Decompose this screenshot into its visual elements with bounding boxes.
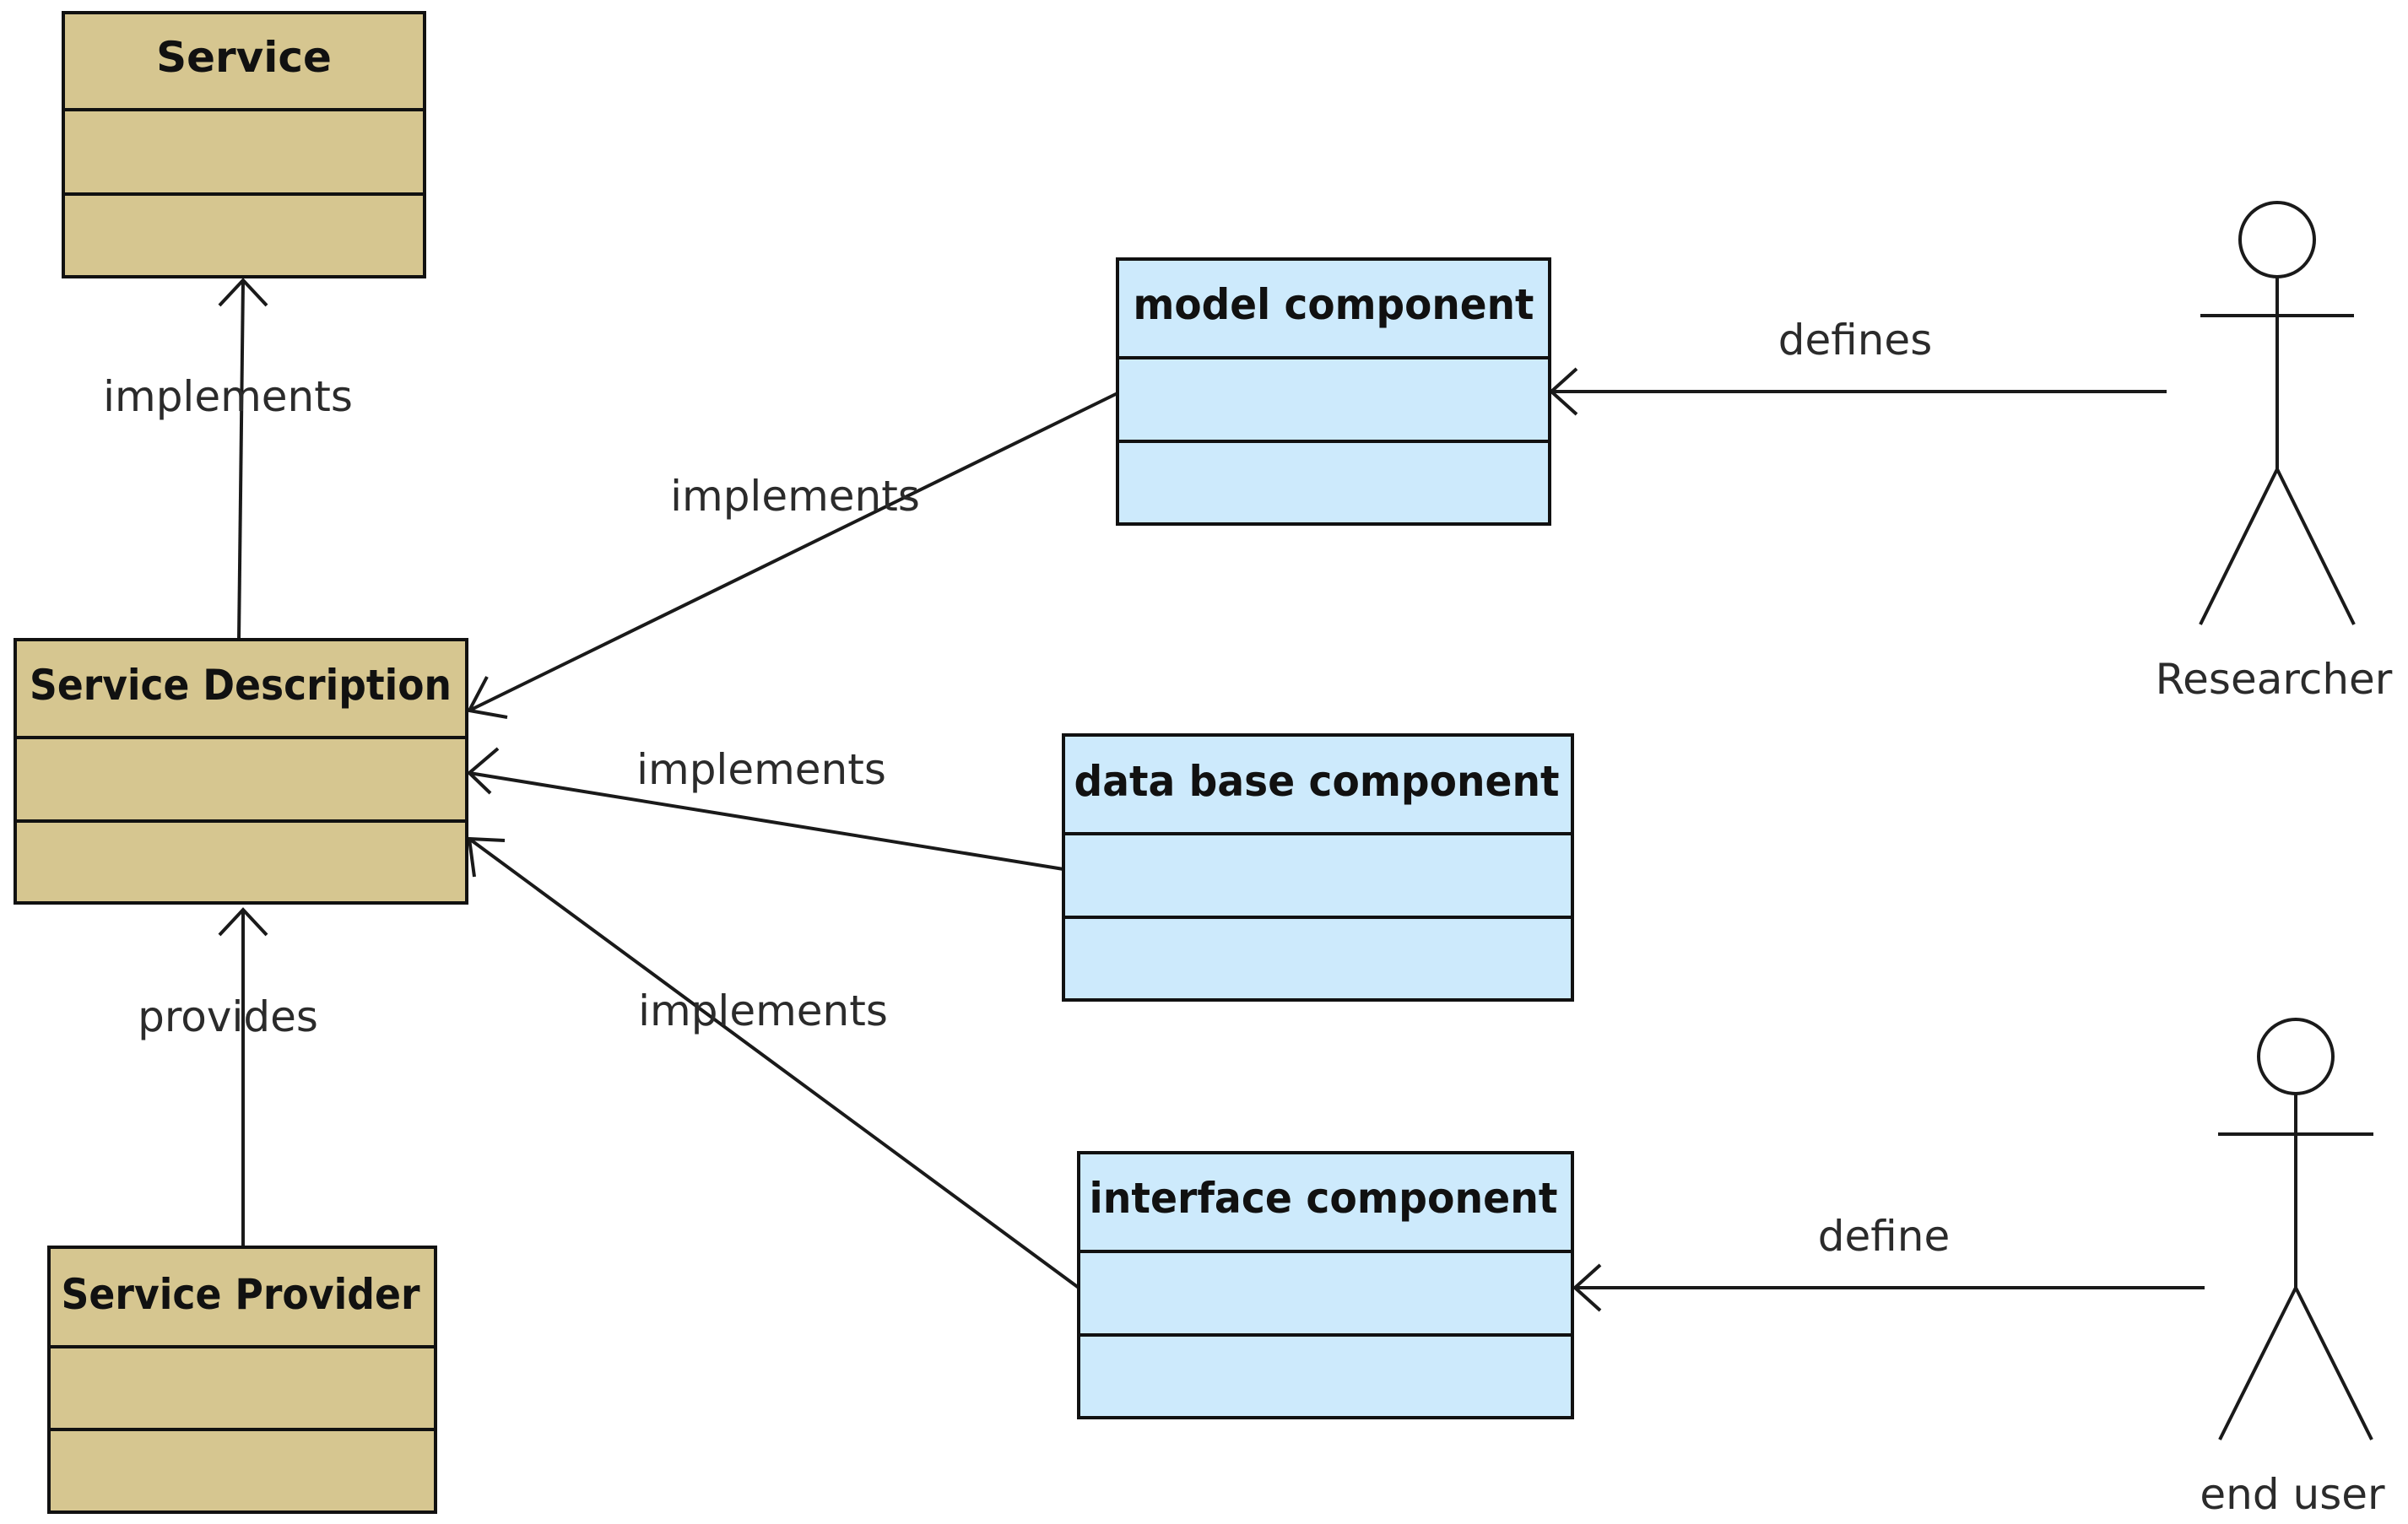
edge-researcher-defines-model	[1549, 367, 2167, 416]
edge-model-implements-description	[466, 392, 1118, 719]
actor-end-user[interactable]: end user	[2200, 1018, 2385, 1519]
stick-figure-icon	[2199, 201, 2356, 625]
label-database-implements-description: implements	[636, 745, 886, 794]
label-interface-implements-description: implements	[638, 986, 888, 1035]
class-service-title: Service	[156, 33, 332, 82]
class-interface-component[interactable]: interface component	[1077, 1151, 1574, 1419]
actor-end-user-name: end user	[2200, 1470, 2385, 1519]
actor-researcher[interactable]: Researcher	[2156, 201, 2393, 704]
class-service[interactable]: Service	[62, 11, 426, 278]
label-provider-provides-description: provides	[138, 992, 318, 1041]
edge-interface-implements-description	[467, 836, 1080, 1289]
class-data-base-component-title: data base component	[1074, 757, 1560, 806]
class-service-provider-title: Service Provider	[62, 1270, 420, 1319]
edge-database-implements-description	[467, 747, 1064, 871]
edge-description-implements-service	[218, 278, 268, 640]
label-researcher-defines-model: defines	[1778, 316, 1933, 365]
label-enduser-defines-interface: define	[1818, 1212, 1950, 1261]
class-model-component-title: model component	[1134, 280, 1534, 329]
class-interface-component-title: interface component	[1090, 1174, 1558, 1223]
class-data-base-component[interactable]: data base component	[1062, 733, 1574, 1002]
label-model-implements-description: implements	[670, 472, 920, 521]
edge-provider-provides-description	[218, 907, 268, 1247]
class-service-provider[interactable]: Service Provider	[47, 1246, 437, 1514]
actor-researcher-name: Researcher	[2156, 655, 2393, 704]
edge-enduser-defines-interface	[1572, 1263, 2205, 1312]
label-description-implements-service: implements	[103, 372, 353, 421]
class-service-description[interactable]: Service Description	[14, 638, 468, 905]
class-service-description-title: Service Description	[30, 661, 452, 710]
stick-figure-icon	[2218, 1018, 2373, 1440]
class-model-component[interactable]: model component	[1116, 257, 1551, 526]
